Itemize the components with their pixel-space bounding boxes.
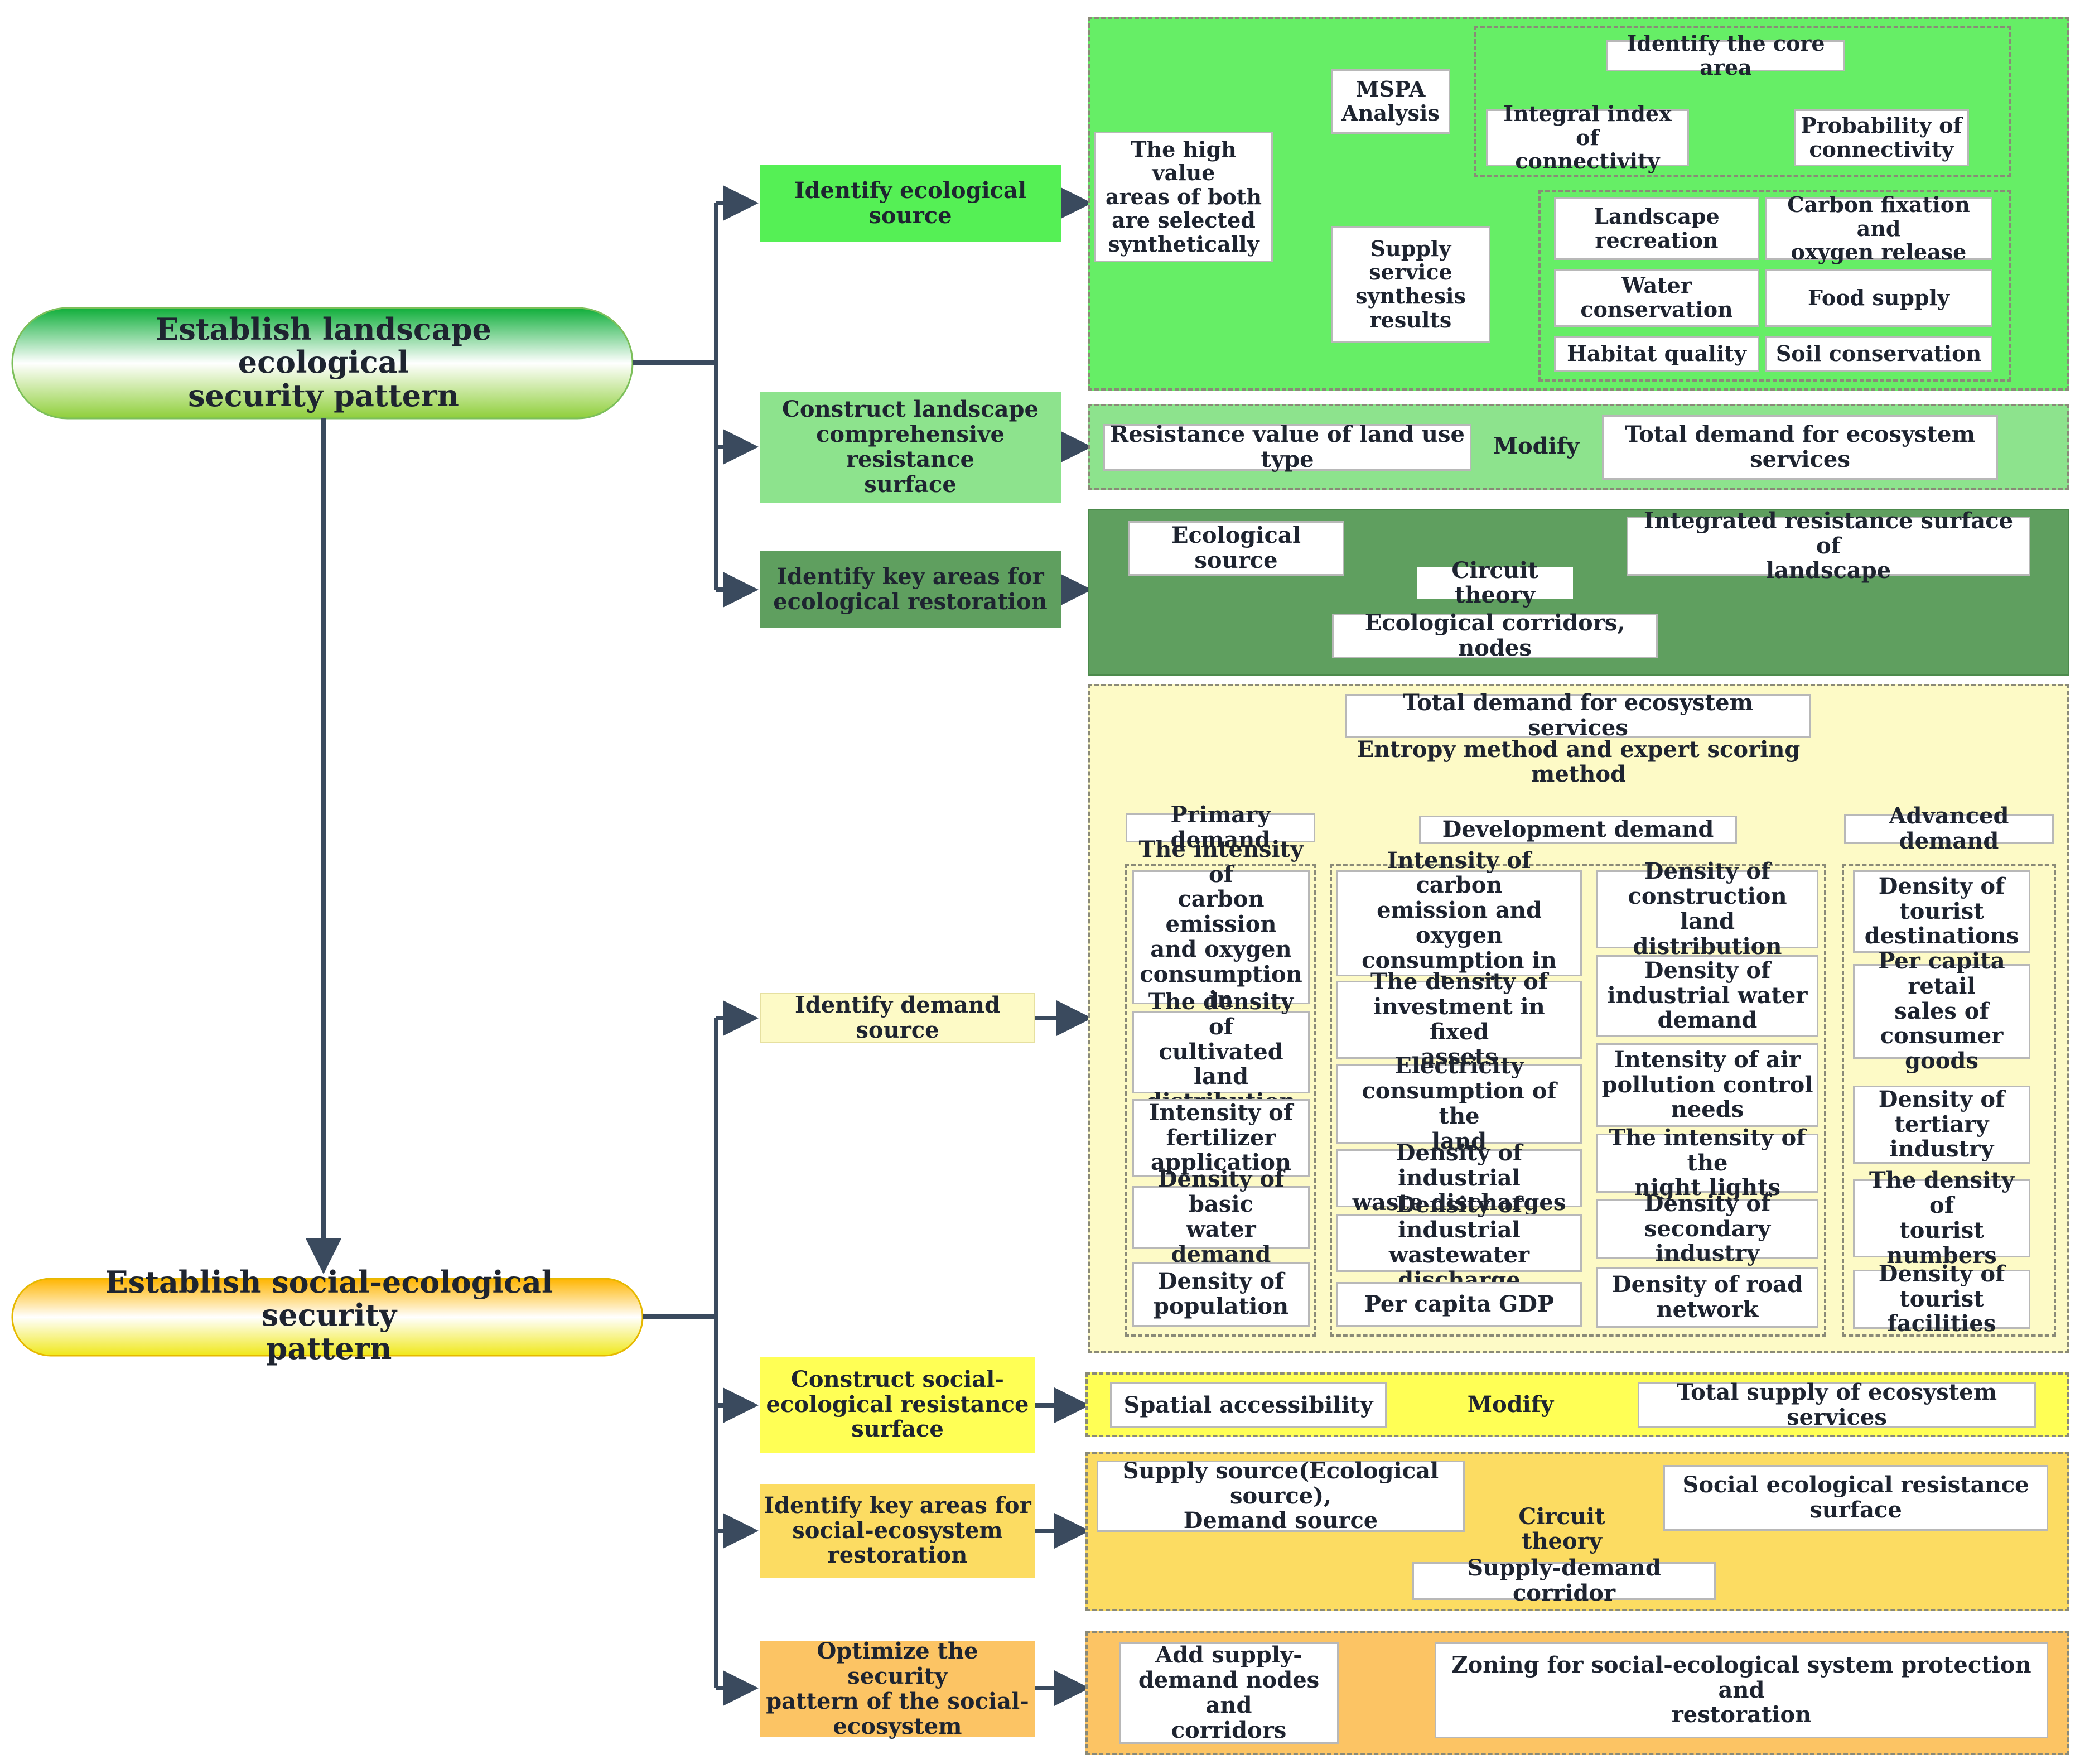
service-landscape-recreation: Landscape recreation	[1554, 197, 1759, 260]
advanced-item-tourist-facilities: Density of tourist facilities	[1853, 1261, 2030, 1336]
add-nodes-box: Add supply- demand nodes and corridors	[1119, 1642, 1339, 1744]
services-group	[1538, 190, 2011, 382]
development-demand-title: Development demand	[1419, 816, 1737, 844]
zoning-box: Zoning for social-ecological system prot…	[1435, 1642, 2048, 1738]
development-item-road-network: Density of road network	[1596, 1267, 1818, 1328]
supply-demand-source-box: Supply source(Ecological source), Demand…	[1097, 1458, 1465, 1533]
development-item-secondary-industry: Density of secondary industry	[1596, 1191, 1818, 1266]
total-supply-box: Total supply of ecosystem services	[1638, 1380, 2036, 1430]
entropy-method-label: Entropy method and expert scoring method	[1311, 738, 1846, 787]
step-identify-social-restoration: Identify key areas for social-ecosystem …	[760, 1484, 1035, 1578]
demand-total-box: Total demand for ecosystem services	[1345, 690, 1811, 740]
advanced-item-tourist-numbers: The density of tourist numbers	[1853, 1168, 2030, 1268]
primary-item-fertilizer: Intensity of fertilizer application	[1132, 1099, 1310, 1177]
ecological-corridors-box: Ecological corridors, nodes	[1332, 610, 1658, 661]
social-title: Establish social-ecological security pat…	[105, 1264, 553, 1366]
development-item-construction-land: Density of construction land distributio…	[1596, 859, 1818, 959]
development-item-air-pollution: Intensity of air pollution control needs	[1596, 1043, 1818, 1127]
service-water-conservation: Water conservation	[1554, 269, 1759, 327]
ecological-source-box: Ecological source	[1128, 521, 1344, 576]
development-item-fixed-assets: The density of investment in fixed asset…	[1336, 970, 1582, 1069]
high-value-areas-box: The high value areas of both are selecte…	[1094, 132, 1273, 262]
primary-item-population: Density of population	[1132, 1262, 1310, 1327]
development-item-carbon-production: Intensity of carbon emission and oxygen …	[1336, 848, 1582, 997]
advanced-item-retail-sales: Per capita retail sales of consumer good…	[1853, 948, 2030, 1073]
core-area-box: Identify the core area	[1606, 32, 1845, 79]
circuit-theory-label: Circuit theory	[1417, 558, 1573, 608]
spatial-accessibility-box: Spatial accessibility	[1110, 1382, 1387, 1428]
social-resistance-surface-box: Social ecological resistance surface	[1663, 1465, 2048, 1531]
probability-connectivity-box: Probability of connectivity	[1794, 109, 1969, 166]
step-identify-demand-source: Identify demand source	[760, 992, 1035, 1043]
development-item-night-lights: The intensity of the night lights	[1596, 1125, 1818, 1200]
integrated-resistance-box: Integrated resistance surface of landsca…	[1627, 508, 2030, 583]
supply-synthesis-box: Supply service synthesis results	[1331, 226, 1490, 343]
integral-index-box: Integral index of connectivity	[1486, 102, 1689, 173]
landscape-title: Establish landscape ecological security …	[156, 311, 491, 413]
step-optimize-security-pattern: Optimize the security pattern of the soc…	[760, 1639, 1035, 1739]
advanced-item-tertiary-industry: Density of tertiary industry	[1853, 1086, 2030, 1164]
development-item-electricity: Electricity consumption of the land	[1336, 1054, 1582, 1154]
development-item-gdp: Per capita GDP	[1336, 1282, 1582, 1327]
advanced-item-tourist-destinations: Density of tourist destinations	[1853, 870, 2030, 953]
primary-item-cultivated-land: The density of cultivated land distribut…	[1132, 989, 1310, 1114]
development-demand-group	[1330, 864, 1826, 1337]
supply-demand-corridor-box: Supply-demand corridor	[1412, 1555, 1716, 1606]
step-identify-ecological-restoration: Identify key areas for ecological restor…	[760, 551, 1061, 628]
social-modify-label: Modify	[1468, 1389, 1553, 1420]
development-item-industrial-water: Density of industrial water demand	[1596, 955, 1818, 1037]
primary-demand-title: Primary demand	[1126, 802, 1315, 852]
modify-label: Modify	[1493, 431, 1579, 462]
development-item-wastewater: Density of industrial wastewater dischar…	[1336, 1193, 1582, 1293]
primary-demand-group	[1125, 864, 1316, 1337]
step-construct-social-resistance: Construct social- ecological resistance …	[760, 1357, 1035, 1453]
advanced-demand-group	[1842, 864, 2056, 1337]
step-construct-landscape-resistance: Construct landscape comprehensive resist…	[760, 392, 1061, 503]
service-food-supply: Food supply	[1765, 269, 1992, 327]
service-carbon-fixation: Carbon fixation and oxygen release	[1765, 192, 1992, 264]
service-soil-conservation: Soil conservation	[1765, 336, 1992, 372]
advanced-demand-title: Advanced demand	[1844, 803, 2054, 854]
social-circuit-theory-label: Circuit theory	[1484, 1505, 1640, 1554]
service-habitat-quality: Habitat quality	[1554, 336, 1759, 372]
primary-item-basic-water: Density of basic water demand	[1132, 1167, 1310, 1267]
total-demand-box: Total demand for ecosystem services	[1602, 415, 1998, 480]
resistance-value-box: Resistance value of land use type	[1103, 422, 1471, 472]
mspa-analysis-box: MSPA Analysis	[1331, 69, 1450, 134]
development-item-industrial-waste: Density of industrial waste discharges	[1336, 1140, 1582, 1215]
mspa-group	[1474, 26, 2011, 177]
primary-item-carbon-life: The intensity of carbon emission and oxy…	[1132, 837, 1310, 1037]
step-identify-ecological-source: Identify ecological source	[760, 165, 1061, 242]
